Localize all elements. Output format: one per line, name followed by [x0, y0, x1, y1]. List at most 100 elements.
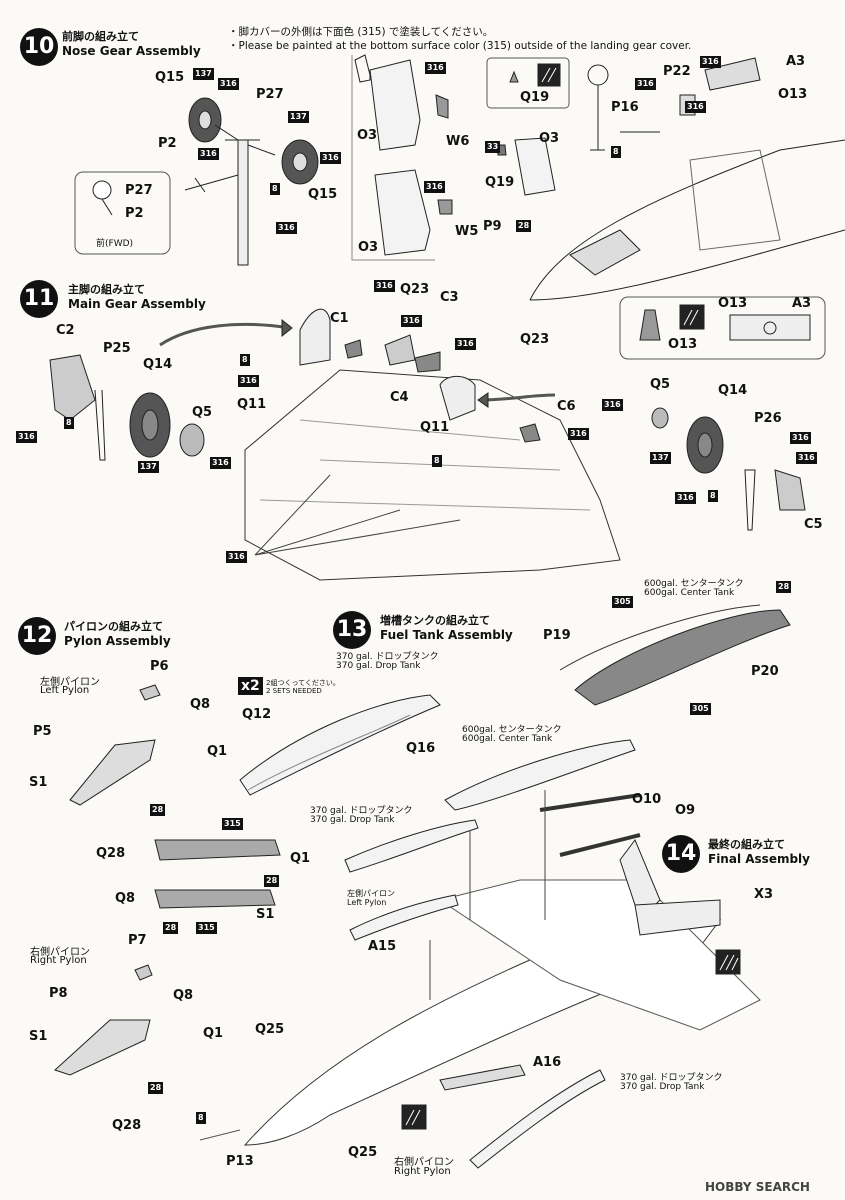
paint-code: 316	[210, 457, 231, 469]
drop-tank-jp: 370 gal. ドロップタンク	[336, 652, 439, 662]
drop-tank-jp: 370 gal. ドロップタンク	[620, 1073, 723, 1083]
part-q23-label: Q23	[400, 282, 430, 297]
paint-code: 28	[516, 220, 532, 232]
sets-needed-en: 2 SETS NEEDED	[266, 687, 322, 695]
part-q28-label: Q28	[112, 1118, 142, 1133]
part-p25-label: P25	[103, 341, 131, 356]
center-tank-en: 600gal. Center Tank	[644, 588, 735, 598]
paint-code: 8	[240, 354, 250, 366]
part-q11-label: Q11	[237, 397, 267, 412]
step-10-title-en: Nose Gear Assembly	[62, 44, 201, 58]
part-q8-label: Q8	[190, 697, 211, 712]
drop-tank-jp: 370 gal. ドロップタンク	[310, 806, 413, 816]
paint-code: 8	[270, 183, 280, 195]
sets-needed-jp: 2組つくってください。	[266, 679, 340, 687]
part-p7-label: P7	[128, 933, 147, 948]
part-p19-label: P19	[543, 628, 571, 643]
paint-code: 316	[796, 452, 817, 464]
paint-code: 316	[401, 315, 422, 327]
part-s1-label: S1	[29, 1029, 48, 1044]
part-q8-label: Q8	[173, 988, 194, 1003]
paint-code: 316	[568, 428, 589, 440]
part-o13-label: O13	[718, 296, 748, 311]
paint-code: 28	[150, 804, 166, 816]
part-q19-label: Q19	[485, 175, 515, 190]
part-q14-label: Q14	[718, 383, 748, 398]
paint-code: 315	[196, 922, 217, 934]
step-13-title-en: Fuel Tank Assembly	[380, 628, 513, 642]
paint-code: 28	[264, 875, 280, 887]
drop-tank-en: 370 gal. Drop Tank	[336, 661, 421, 671]
part-q25-label: Q25	[348, 1145, 378, 1160]
part-p22-label: P22	[663, 64, 691, 79]
paint-code: 8	[611, 146, 621, 158]
part-q16-label: Q16	[406, 741, 436, 756]
part-q5-label: Q5	[650, 377, 671, 392]
watermark: HOBBY SEARCH	[705, 1180, 810, 1194]
part-p26-label: P26	[754, 411, 782, 426]
part-c5-label: C5	[804, 517, 823, 532]
left-pylon-jp: 左側パイロン	[40, 677, 100, 688]
left-pylon-en: Left Pylon	[40, 685, 90, 696]
step-12-number: 12	[18, 617, 56, 655]
paint-code: 316	[16, 431, 37, 443]
part-a15-label: A15	[368, 939, 397, 954]
paint-code: 28	[776, 581, 792, 593]
step-14-number: 14	[662, 835, 700, 873]
paint-code: 137	[193, 68, 214, 80]
part-o13-label: O13	[668, 337, 698, 352]
paint-code: 316	[226, 551, 247, 563]
part-c4-label: C4	[390, 390, 409, 405]
part-c6-label: C6	[557, 399, 576, 414]
paint-code: 305	[690, 703, 711, 715]
part-q15-label: Q15	[308, 187, 338, 202]
part-p2-label: P2	[158, 136, 177, 151]
part-p6-label: P6	[150, 659, 169, 674]
part-p27-label: P27	[256, 87, 284, 102]
paint-code: 316	[424, 181, 445, 193]
note-en: ・Please be painted at the bottom surface…	[228, 40, 692, 52]
part-q5-label: Q5	[192, 405, 213, 420]
paint-code: 8	[432, 455, 442, 467]
part-s1-label: S1	[29, 775, 48, 790]
paint-code: 8	[708, 490, 718, 502]
paint-code: 137	[650, 452, 671, 464]
paint-code: 315	[222, 818, 243, 830]
center-tank-jp: 600gal. センタータンク	[644, 579, 744, 589]
paint-code: 316	[675, 492, 696, 504]
step-12-title: パイロンの組み立て Pylon Assembly	[64, 618, 171, 648]
step-14-title: 最終の組み立て Final Assembly	[708, 836, 810, 866]
paint-code: 316	[700, 56, 721, 68]
part-q12-label: Q12	[242, 707, 272, 722]
step-14-title-en: Final Assembly	[708, 852, 810, 866]
paint-code: 316	[218, 78, 239, 90]
part-a3-label: A3	[792, 296, 812, 311]
paint-code: 28	[163, 922, 179, 934]
step-11-title: 主脚の組み立て Main Gear Assembly	[68, 281, 206, 311]
part-q11-label: Q11	[420, 420, 450, 435]
paint-code: 316	[685, 101, 706, 113]
paint-code: 316	[276, 222, 297, 234]
part-q1-label: Q1	[207, 744, 228, 759]
left-pylon-en: Left Pylon	[347, 898, 387, 907]
paint-code: 316	[790, 432, 811, 444]
part-q23-label: Q23	[520, 332, 550, 347]
paint-code: 316	[198, 148, 219, 160]
right-pylon-en: Right Pylon	[30, 955, 87, 966]
note-jp: ・脚カバーの外側は下面色 (315) で塗装してください。	[228, 26, 494, 38]
part-q14-label: Q14	[143, 357, 173, 372]
paint-code: 33	[485, 141, 501, 153]
step-13-title: 増槽タンクの組み立て Fuel Tank Assembly	[380, 612, 513, 642]
part-o3-label: O3	[357, 128, 378, 143]
paint-code: 316	[602, 399, 623, 411]
part-x3-label: X3	[754, 887, 774, 902]
right-pylon-en: Right Pylon	[394, 1166, 451, 1177]
step-10-title-jp: 前脚の組み立て	[62, 30, 139, 43]
drop-tank-en: 370 gal. Drop Tank	[620, 1082, 705, 1092]
part-q1-label: Q1	[203, 1026, 224, 1041]
part-w6-label: W6	[446, 134, 470, 149]
right-pylon-jp: 右側パイロン	[30, 947, 90, 958]
step-10-title: 前脚の組み立て Nose Gear Assembly	[62, 28, 201, 58]
sets-multiplier: x2	[238, 677, 263, 695]
paint-code: 137	[288, 111, 309, 123]
